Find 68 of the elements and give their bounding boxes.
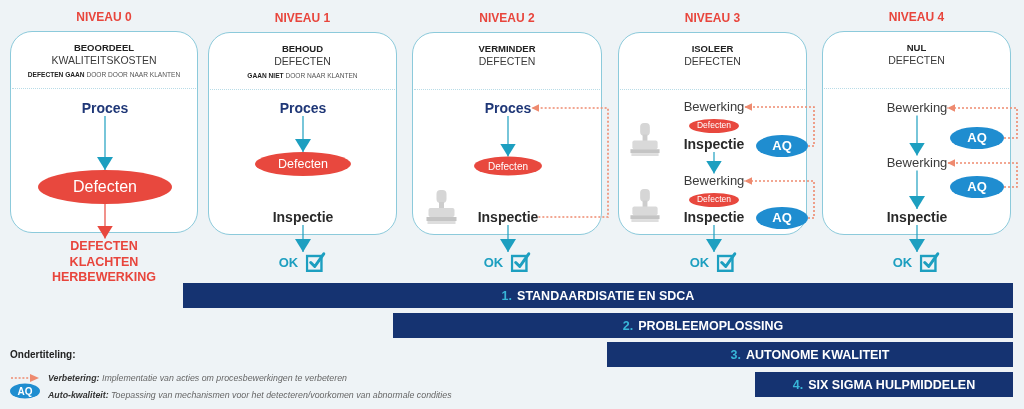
level-title: VERMINDER DEFECTEN [478, 43, 536, 69]
step-label: Proces [484, 99, 532, 117]
bar-number: 2. [622, 318, 634, 333]
dotted-arrow [946, 104, 1018, 139]
step-label: Inspectie [886, 208, 948, 226]
defect-oval: Defecten [255, 152, 351, 176]
arrow [97, 203, 113, 240]
arrow [909, 224, 925, 253]
bar-title: SIX SIGMA HULPMIDDELEN [808, 377, 976, 392]
ok-label: OK [278, 254, 299, 270]
outcome-label: DEFECTEN KLACHTEN HERBEWERKING [51, 238, 157, 286]
step-label: Bewerking [683, 173, 745, 189]
legend-text: Auto-kwaliteit: Toepassing van mechanismen voor het detecteren/voorkomen van abnormale condities [48, 390, 452, 400]
bar-title: STANDAARDISATIE EN SDCA [517, 288, 695, 303]
ok-label: OK [483, 254, 504, 270]
arrow [706, 224, 722, 253]
arrow [500, 115, 516, 158]
level-title: NUL DEFECTEN [888, 42, 945, 68]
bar-number: 4. [792, 377, 804, 392]
arrow [295, 224, 311, 253]
step-label: Proces [279, 99, 327, 117]
bar-number: 1. [501, 288, 513, 303]
aq-oval: AQ [756, 207, 808, 229]
aq-oval: AQ [950, 176, 1004, 198]
defect-oval: Defecten [689, 193, 739, 207]
ok-label: OK [689, 254, 710, 270]
level-heading: NIVEAU 4 [888, 10, 945, 25]
step-label: Inspectie [272, 208, 334, 226]
program-bar [393, 313, 1013, 338]
aq-oval: AQ [10, 383, 40, 399]
bar-title: PROBLEEMOPLOSSING [638, 318, 784, 333]
dotted-arrow [946, 159, 1018, 188]
level-title: ISOLEER DEFECTEN [684, 43, 741, 69]
defect-oval: Defecten [38, 170, 172, 204]
arrow [97, 115, 113, 171]
ok-label: OK [892, 254, 913, 270]
defect-oval: Defecten [689, 119, 739, 133]
level-heading: NIVEAU 2 [479, 11, 535, 26]
arrow [295, 115, 311, 153]
bar-title: AUTONOME KWALITEIT [745, 347, 890, 362]
legend-title: Ondertiteling: [10, 349, 76, 360]
bar-number: 3. [730, 347, 741, 362]
defect-oval: Defecten [474, 156, 542, 176]
step-label: Bewerking [886, 155, 948, 171]
level-title: BEHOUD DEFECTEN [274, 43, 331, 69]
aq-oval: AQ [950, 127, 1004, 149]
level-heading: NIVEAU 0 [76, 10, 132, 25]
dotted-arrow [530, 104, 609, 218]
level-heading: NIVEAU 3 [684, 11, 741, 26]
level-heading: NIVEAU 1 [274, 11, 331, 26]
step-label: Bewerking [683, 99, 745, 115]
legend-text: Verbetering: Implementatie van acties om procesbewerkingen te verbeteren [48, 373, 347, 383]
program-bar [607, 342, 1013, 367]
program-bar [755, 372, 1013, 397]
arrow [909, 114, 925, 157]
level-title: BEOORDEEL KWALITEITSKOSTEN [51, 42, 157, 68]
step-label: Inspectie [477, 208, 539, 226]
step-label: Proces [81, 99, 129, 117]
dotted-arrow [743, 177, 815, 219]
arrow [909, 169, 925, 210]
arrow [706, 151, 722, 175]
step-label: Inspectie [683, 208, 745, 226]
program-bar [183, 283, 1013, 308]
arrow [500, 224, 516, 253]
aq-oval: AQ [756, 135, 808, 157]
dotted-arrow [743, 103, 815, 147]
step-label: Inspectie [683, 135, 745, 153]
step-label: Bewerking [886, 100, 948, 116]
